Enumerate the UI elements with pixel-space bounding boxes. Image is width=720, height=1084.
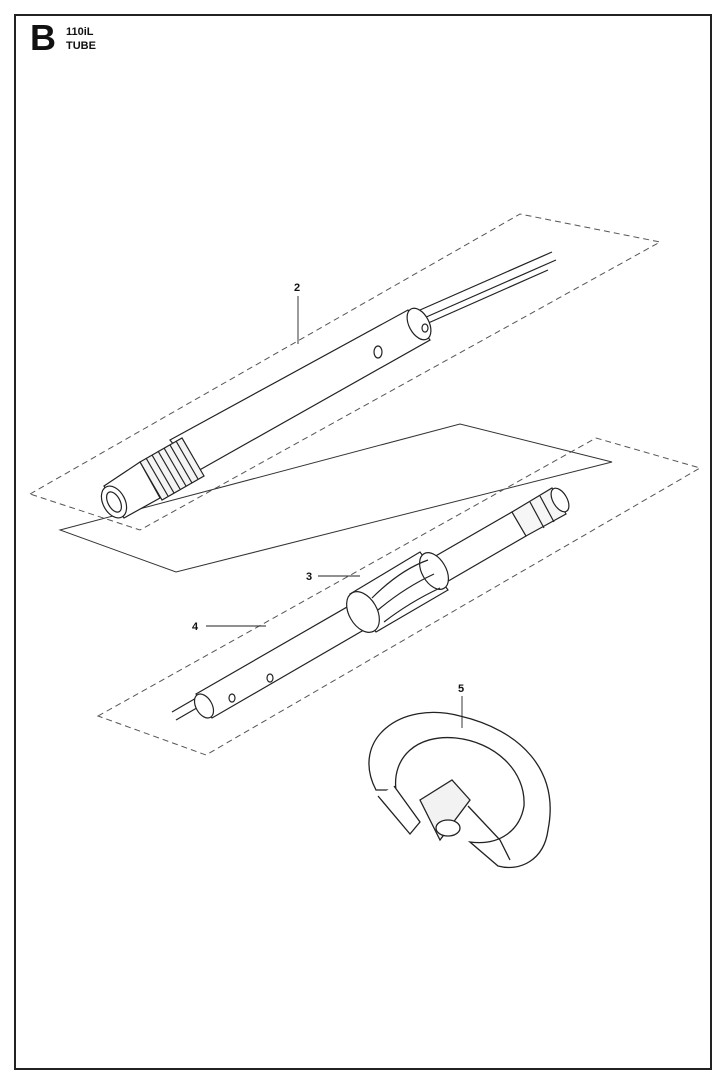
group-boundary-lower	[96, 437, 702, 756]
model-label: 110iL	[66, 26, 94, 38]
section-letter: B	[30, 17, 56, 58]
upper-tube	[100, 251, 557, 519]
loop-handle	[368, 711, 551, 868]
callout-2: 2	[294, 282, 300, 294]
callout-4: 4	[192, 621, 199, 633]
callout-3: 3	[306, 571, 312, 583]
callout-5: 5	[458, 683, 464, 695]
section-title: TUBE	[66, 40, 96, 52]
page-frame	[14, 14, 712, 1070]
tube-collar	[139, 437, 205, 501]
reference-plane	[58, 423, 613, 573]
grip-sleeve	[346, 551, 450, 633]
